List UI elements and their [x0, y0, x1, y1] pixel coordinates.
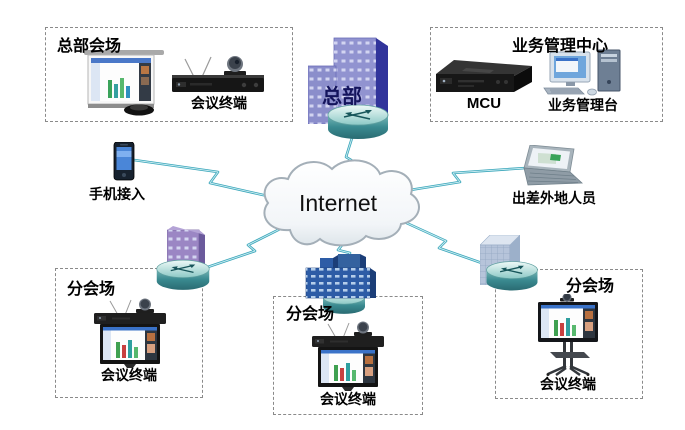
- traveler-label: 出差外地人员: [512, 190, 596, 206]
- desktop-computer-icon: [542, 48, 624, 96]
- hq-router-icon: [326, 102, 390, 142]
- branch-left-title: 分会场: [67, 281, 116, 298]
- mgmt-center-box: [430, 27, 663, 122]
- branch-center-title: 分会场: [286, 306, 335, 323]
- branch-right-router-icon: [484, 259, 540, 293]
- branch-right-box: [495, 269, 643, 399]
- branch-left-router-icon: [155, 257, 211, 293]
- mcu-device-icon: [436, 52, 532, 96]
- link-branchleft-cloud: [197, 220, 296, 272]
- branch-center-terminal-label: 会议终端: [320, 391, 376, 407]
- hq-building-label: 总部: [322, 86, 362, 108]
- console-label: 业务管理台: [548, 97, 618, 113]
- branch-center-building-icon: [302, 252, 378, 302]
- internet-label: Internet: [299, 190, 377, 216]
- mcu-label: MCU: [466, 95, 502, 112]
- branch-left-box: [55, 268, 203, 398]
- link-phone-cloud: [132, 158, 274, 199]
- link-branchright-cloud: [398, 218, 498, 270]
- laptop-icon: [518, 145, 586, 189]
- branch-center-terminal-icon: [310, 321, 386, 391]
- branch-right-terminal-cart-icon: [536, 294, 600, 376]
- smartphone-icon: [112, 142, 136, 182]
- hq-terminal-label: 会议终端: [191, 95, 247, 111]
- branch-left-terminal-label: 会议终端: [101, 367, 157, 383]
- projector-screen-icon: [82, 50, 166, 116]
- internet-cloud: [248, 152, 428, 256]
- hq-venue-title: 总部会场: [57, 38, 122, 55]
- mgmt-center-title: 业务管理中心: [512, 38, 609, 55]
- branch-right-title: 分会场: [566, 278, 615, 295]
- link-laptop-cloud: [402, 166, 528, 193]
- conference-terminal-icon: [170, 53, 266, 97]
- branch-right-terminal-label: 会议终端: [540, 376, 596, 392]
- mobile-access-label: 手机接入: [89, 186, 145, 202]
- hq-venue-box: [45, 27, 293, 122]
- branch-left-terminal-icon: [92, 298, 168, 368]
